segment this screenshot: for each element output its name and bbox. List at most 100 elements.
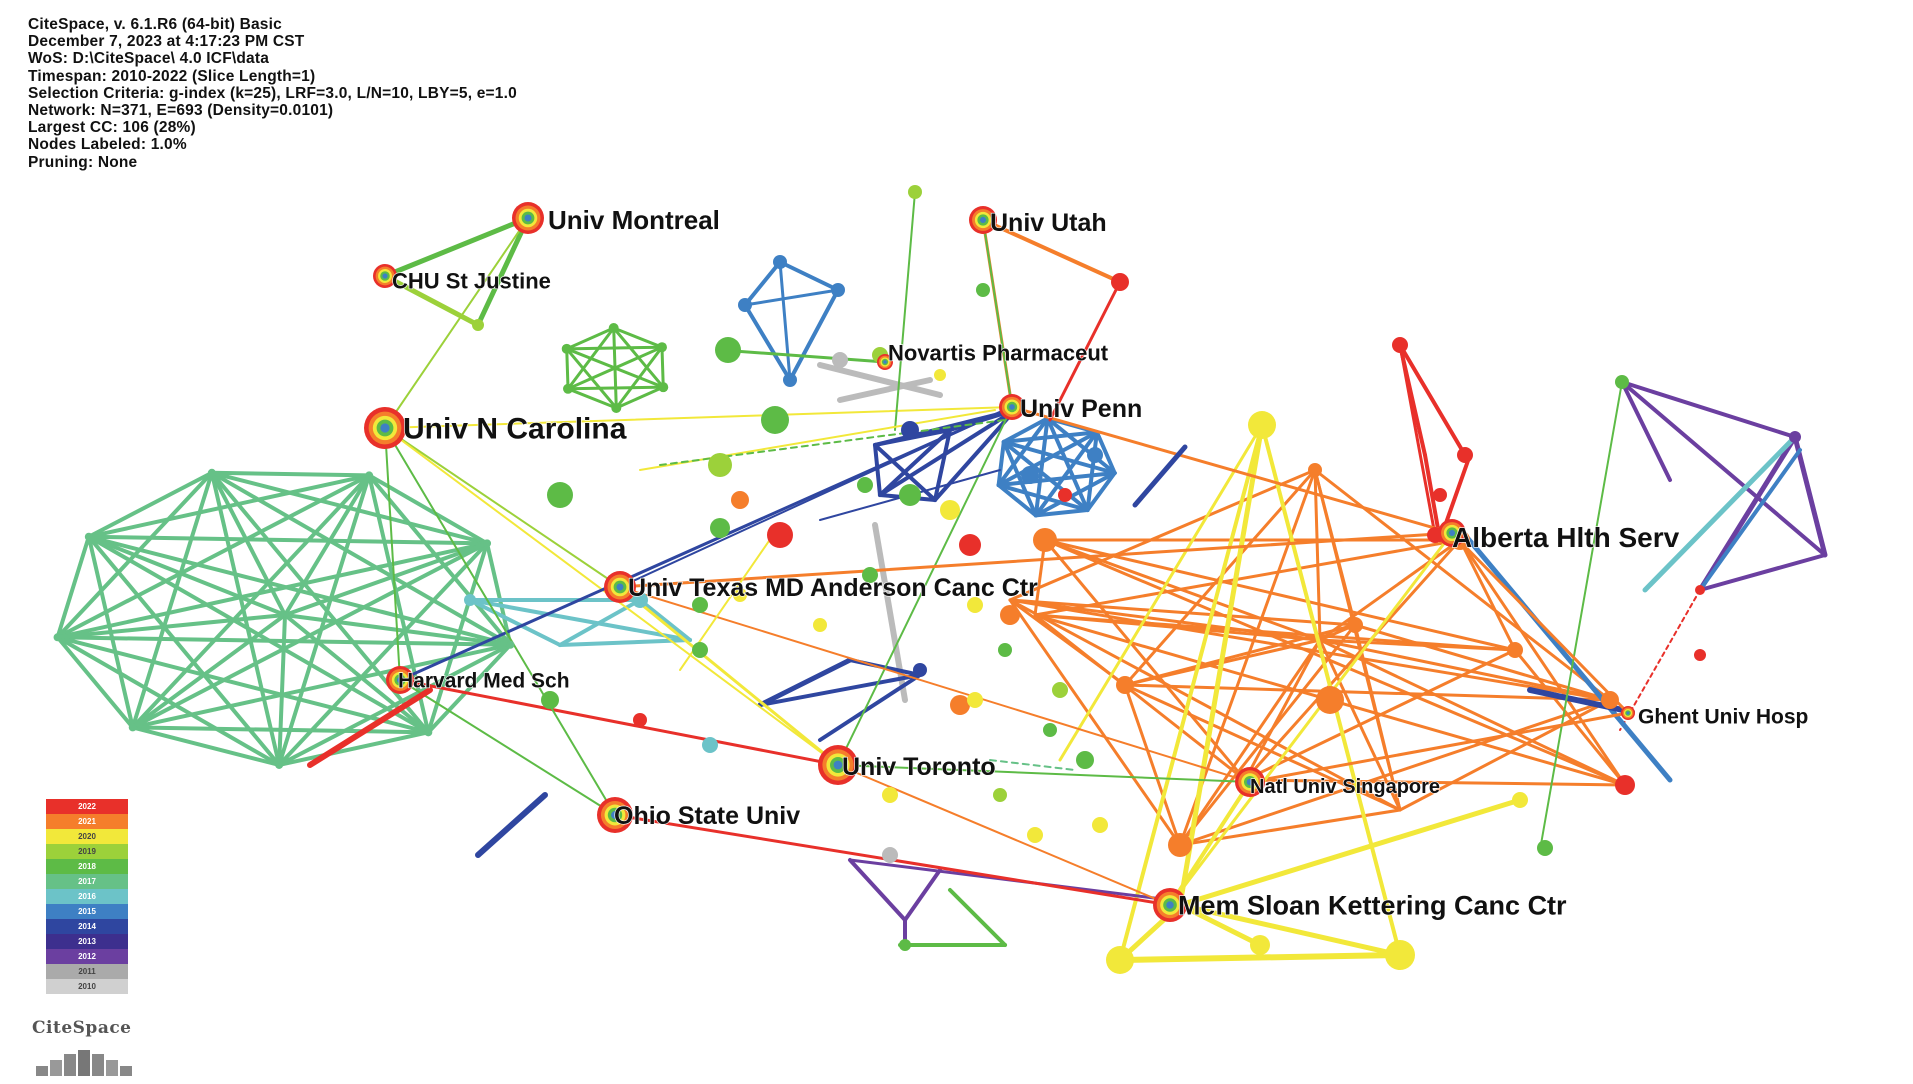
node-novartis-pharmaceut[interactable] xyxy=(877,354,893,370)
network-node[interactable] xyxy=(692,597,708,613)
network-node[interactable] xyxy=(731,491,749,509)
network-node[interactable] xyxy=(1308,463,1322,477)
node-univ-utah[interactable] xyxy=(969,206,997,234)
network-node[interactable] xyxy=(738,298,752,312)
network-node[interactable] xyxy=(1052,682,1068,698)
network-node[interactable] xyxy=(993,788,1007,802)
network-node[interactable] xyxy=(976,283,990,297)
network-node[interactable] xyxy=(901,421,919,439)
network-node[interactable] xyxy=(472,319,484,331)
node-univ-toronto[interactable] xyxy=(818,745,858,785)
network-node[interactable] xyxy=(1058,488,1072,502)
network-node[interactable] xyxy=(1385,940,1415,970)
network-node[interactable] xyxy=(128,723,137,732)
network-node[interactable] xyxy=(899,939,911,951)
network-node[interactable] xyxy=(483,539,492,548)
network-node[interactable] xyxy=(715,337,741,363)
network-nodes[interactable] xyxy=(53,185,1801,974)
network-node[interactable] xyxy=(832,352,848,368)
network-node[interactable] xyxy=(710,518,730,538)
node-mem-sloan-kettering-canc-ctr[interactable] xyxy=(1153,888,1187,922)
node-ghent-univ-hosp[interactable] xyxy=(1621,706,1635,720)
node-alberta-hlth-serv[interactable] xyxy=(1438,519,1466,547)
network-node[interactable] xyxy=(1457,447,1473,463)
node-univ-texas-md-anderson-canc-ctr[interactable] xyxy=(604,571,636,603)
network-node[interactable] xyxy=(733,588,747,602)
network-node[interactable] xyxy=(692,642,708,658)
node-chu-st-justine[interactable] xyxy=(373,264,397,288)
network-node[interactable] xyxy=(1615,375,1629,389)
node-harvard-med-sch[interactable] xyxy=(386,666,414,694)
network-node[interactable] xyxy=(934,369,946,381)
network-node[interactable] xyxy=(656,342,667,353)
network-node[interactable] xyxy=(464,594,476,606)
network-node[interactable] xyxy=(899,484,921,506)
network-node[interactable] xyxy=(53,633,62,642)
network-node[interactable] xyxy=(761,406,789,434)
network-node[interactable] xyxy=(767,522,793,548)
network-node[interactable] xyxy=(831,283,845,297)
network-node[interactable] xyxy=(1601,691,1619,709)
network-node[interactable] xyxy=(1000,605,1020,625)
network-node[interactable] xyxy=(611,402,622,413)
network-node[interactable] xyxy=(658,382,669,393)
network-node[interactable] xyxy=(506,640,515,649)
network-node[interactable] xyxy=(857,477,873,493)
network-node[interactable] xyxy=(702,737,718,753)
network-node[interactable] xyxy=(633,713,647,727)
network-node[interactable] xyxy=(608,323,619,334)
network-node[interactable] xyxy=(882,847,898,863)
network-node[interactable] xyxy=(1116,676,1134,694)
network-node[interactable] xyxy=(882,787,898,803)
network-node[interactable] xyxy=(275,760,284,769)
node-univ-penn[interactable] xyxy=(999,394,1025,420)
network-node[interactable] xyxy=(950,695,970,715)
network-node[interactable] xyxy=(1021,466,1039,484)
network-node[interactable] xyxy=(1168,833,1192,857)
node-natl-univ-singapore[interactable] xyxy=(1235,767,1265,797)
network-node[interactable] xyxy=(207,468,216,477)
network-node[interactable] xyxy=(1789,431,1801,443)
network-node[interactable] xyxy=(541,691,559,709)
network-node[interactable] xyxy=(913,663,927,677)
network-node[interactable] xyxy=(561,343,572,354)
network-node[interactable] xyxy=(1316,686,1344,714)
network-node[interactable] xyxy=(1092,817,1108,833)
network-node[interactable] xyxy=(1694,649,1706,661)
network-node[interactable] xyxy=(1076,751,1094,769)
network-node[interactable] xyxy=(959,534,981,556)
network-node[interactable] xyxy=(1347,617,1363,633)
network-node[interactable] xyxy=(908,185,922,199)
network-node[interactable] xyxy=(365,471,374,480)
network-node[interactable] xyxy=(1027,827,1043,843)
network-node[interactable] xyxy=(1111,273,1129,291)
network-node[interactable] xyxy=(84,532,93,541)
network-node[interactable] xyxy=(632,592,648,608)
network-node[interactable] xyxy=(998,643,1012,657)
network-node[interactable] xyxy=(1537,840,1553,856)
node-univ-montreal[interactable] xyxy=(512,202,544,234)
node-ohio-state-univ[interactable] xyxy=(597,797,633,833)
network-node[interactable] xyxy=(1695,585,1705,595)
network-node[interactable] xyxy=(1033,528,1057,552)
network-node[interactable] xyxy=(708,453,732,477)
node-univ-n-carolina[interactable] xyxy=(364,407,406,449)
network-node[interactable] xyxy=(1392,337,1408,353)
network-node[interactable] xyxy=(1087,447,1103,463)
network-node[interactable] xyxy=(1512,792,1528,808)
network-node[interactable] xyxy=(424,728,433,737)
network-node[interactable] xyxy=(547,482,573,508)
network-node[interactable] xyxy=(862,567,878,583)
network-node[interactable] xyxy=(1615,775,1635,795)
network-node[interactable] xyxy=(940,500,960,520)
network-node[interactable] xyxy=(563,383,574,394)
network-node[interactable] xyxy=(1250,935,1270,955)
network-node[interactable] xyxy=(1043,723,1057,737)
network-node[interactable] xyxy=(1433,488,1447,502)
network-node[interactable] xyxy=(1507,642,1523,658)
network-node[interactable] xyxy=(773,255,787,269)
network-node[interactable] xyxy=(967,597,983,613)
network-node[interactable] xyxy=(783,373,797,387)
network-node[interactable] xyxy=(1248,411,1276,439)
